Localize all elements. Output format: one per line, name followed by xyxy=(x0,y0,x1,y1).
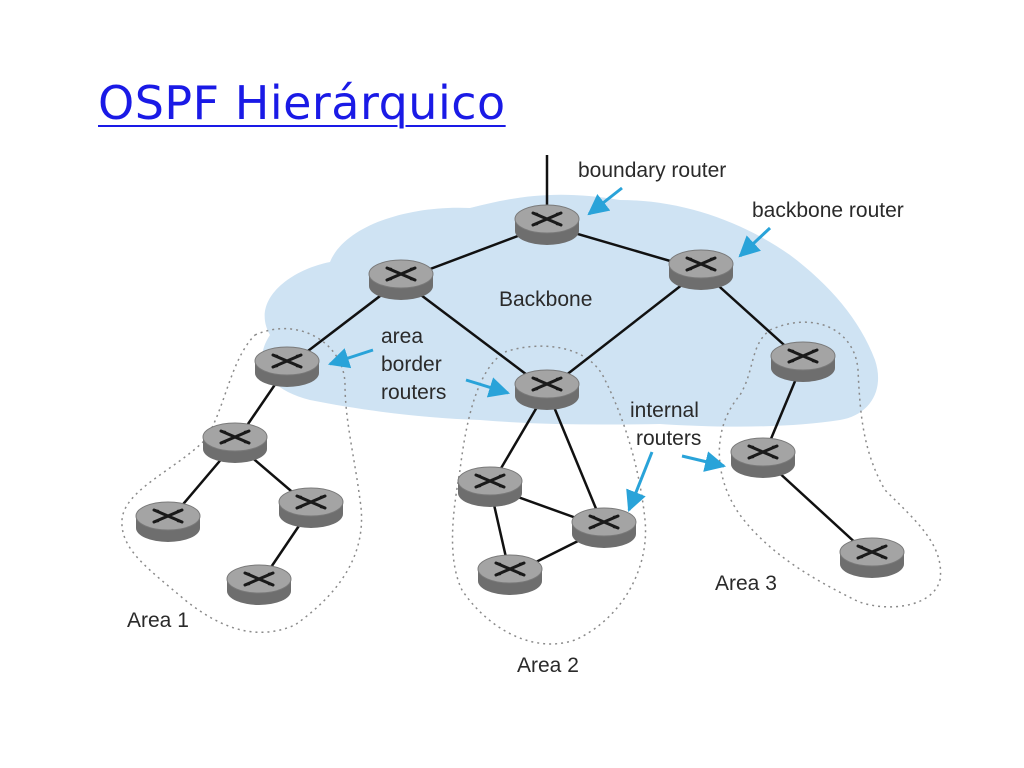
backbone-area xyxy=(262,194,879,427)
area1-internal-router-icon xyxy=(134,500,202,544)
internal-routers-label-line1: internal xyxy=(630,399,699,422)
area1-internal-router-icon xyxy=(201,421,269,465)
area-border-label-line1: area xyxy=(381,325,423,348)
backbone-router-label: backbone router xyxy=(752,199,904,222)
area2-internal-router-icon xyxy=(476,553,544,597)
area1-internal-router-icon xyxy=(225,563,293,607)
arrow-boundary xyxy=(587,186,623,216)
arrow-area-border-2 xyxy=(465,377,511,398)
area2-outline xyxy=(451,345,647,645)
boundary-router-label: boundary router xyxy=(578,159,726,182)
area2-border-router-icon xyxy=(513,368,581,412)
arrow-backbone xyxy=(738,226,772,258)
area3-outline xyxy=(718,321,942,608)
area2-internal-router-icon xyxy=(456,465,524,509)
boundary-router-icon xyxy=(513,203,581,247)
arrow-internal-2 xyxy=(681,451,727,472)
backbone-router-right-icon xyxy=(667,248,735,292)
area1-internal-router-icon xyxy=(277,486,345,530)
area-border-label-line2: border xyxy=(381,353,442,376)
area3-border-router-icon xyxy=(769,340,837,384)
area3-label: Area 3 xyxy=(715,572,777,595)
area1-border-router-icon xyxy=(253,345,321,389)
slide-title: OSPF Hierárquico xyxy=(98,76,506,130)
area2-internal-router-icon xyxy=(570,506,638,550)
area1-label: Area 1 xyxy=(127,609,189,632)
arrow-area-border-1 xyxy=(328,348,374,369)
backbone-label: Backbone xyxy=(499,288,592,311)
area3-internal-router-icon xyxy=(838,536,906,580)
backbone-router-left-icon xyxy=(367,258,435,302)
area1-outline xyxy=(121,328,363,634)
pointer-arrows xyxy=(328,186,772,512)
area3-internal-router-icon xyxy=(729,436,797,480)
area-border-label-line3: routers xyxy=(381,381,446,404)
arrow-internal-1 xyxy=(626,451,654,512)
internal-routers-label-line2: routers xyxy=(636,427,701,450)
area2-label: Area 2 xyxy=(517,654,579,677)
